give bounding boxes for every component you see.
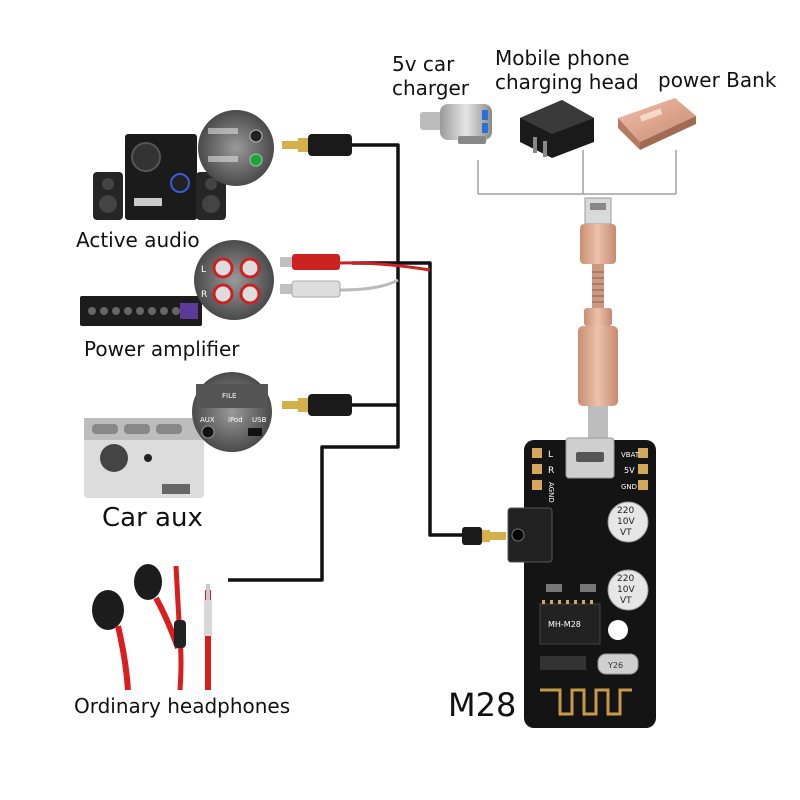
phone-charger-image <box>520 100 594 158</box>
cap1-line3: VT <box>620 528 632 538</box>
car-charger-image <box>420 104 492 144</box>
plug-board <box>462 527 506 545</box>
car-aux-label: Car aux <box>102 503 203 533</box>
power-amplifier-image <box>80 296 202 326</box>
board-silkscreen: L R AGND VBAT 5V GND 220 10V VT 220 10V … <box>547 450 640 670</box>
aux-panel-file: FILE <box>222 392 236 400</box>
headphones-label: Ordinary headphones <box>74 694 291 718</box>
pin-r-label: R <box>548 466 554 476</box>
phone-charger-label-line2: charging head <box>495 70 639 94</box>
car-charger-label: 5v car charger <box>392 52 469 100</box>
power-bracket <box>477 150 677 195</box>
power-bank-label: power Bank <box>658 68 777 92</box>
cap2-line3: VT <box>620 596 632 606</box>
car-charger-label-line1: 5v car <box>392 52 455 76</box>
m28-board <box>507 437 656 728</box>
pin-agnd-label: AGND <box>547 482 555 503</box>
board-name-label: M28 <box>448 686 517 724</box>
aux-panel-usb: USB <box>252 416 267 424</box>
crystal-label: Y26 <box>607 661 623 670</box>
car-stereo-image <box>84 418 204 498</box>
aux-panel-ipod: iPod <box>228 416 243 424</box>
cap2-line2: 10V <box>617 585 635 595</box>
chip-label: MH-M28 <box>548 620 581 629</box>
pin-vbat-label: VBAT <box>621 451 640 459</box>
power-amplifier-label: Power amplifier <box>84 337 240 361</box>
plug-rca-white <box>280 280 341 298</box>
headphones-image <box>92 564 212 691</box>
svg-text:R: R <box>201 290 207 300</box>
usb-cable-image <box>578 197 618 442</box>
rca-cables <box>339 261 431 292</box>
phone-charger-label-line1: Mobile phone <box>495 46 630 70</box>
phone-charger-label: Mobile phone charging head <box>495 46 639 94</box>
plug-car-aux <box>282 394 352 416</box>
car-charger-label-line2: charger <box>392 76 470 100</box>
power-bank-image <box>618 98 696 150</box>
pin-gnd-label: GND <box>621 483 637 491</box>
cap1-line2: 10V <box>617 517 635 527</box>
cap1-line1: 220 <box>617 506 634 516</box>
aux-panel-aux: AUX <box>200 416 215 424</box>
power-amplifier-zoom: L R <box>194 240 274 320</box>
car-aux-zoom: FILE AUX iPod USB <box>192 372 272 452</box>
pin-l-label: L <box>548 450 553 460</box>
cap2-line1: 220 <box>617 574 634 584</box>
plug-active-audio <box>282 134 352 156</box>
plug-rca-red <box>280 254 340 270</box>
active-audio-zoom <box>198 110 274 186</box>
audio-cables <box>228 143 462 582</box>
svg-text:L: L <box>201 265 206 275</box>
active-audio-label: Active audio <box>76 228 200 252</box>
active-speakers-image <box>93 134 226 220</box>
pin-5v-label: 5V <box>624 466 635 475</box>
